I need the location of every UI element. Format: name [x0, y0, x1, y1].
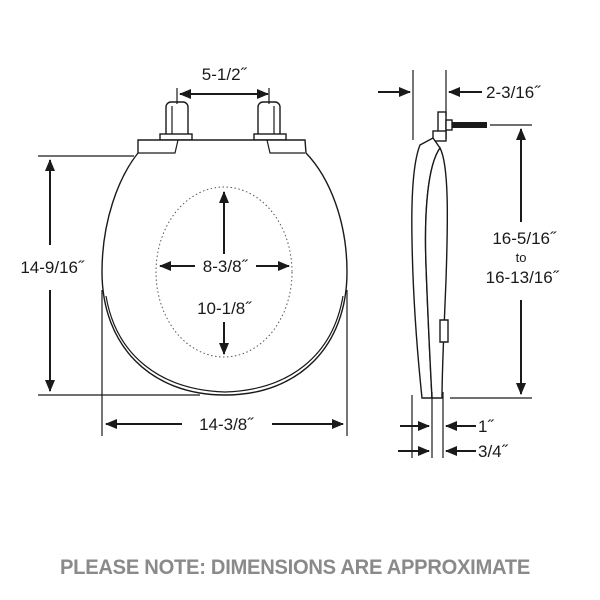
mounting-bolt: [445, 119, 487, 131]
seat-outline: [101, 139, 348, 396]
seat-rear-edge: [138, 139, 305, 154]
inner-length-label: 10-1/8˝: [197, 299, 252, 318]
side-hinge: [432, 111, 447, 142]
seat-thickness-label: 3/4˝: [478, 442, 509, 461]
overall-width-label: 14-3/8˝: [199, 415, 254, 434]
hinge-depth-dimension: 2-3/16˝: [378, 70, 541, 140]
overall-length-dimension: 14-9/16˝: [20, 155, 200, 396]
side-view: 2-3/16˝ 16-5/16˝ to 16-13/16˝ 1˝ 3/4˝: [378, 70, 560, 461]
bumper: [439, 319, 449, 343]
lid-thickness-label: 1˝: [478, 417, 494, 436]
bolt-to-front-connector: to: [516, 250, 527, 265]
bolt-to-front-min-label: 16-5/16˝: [492, 229, 557, 248]
overall-length-label: 14-9/16˝: [20, 258, 85, 277]
top-view: 5-1/2˝ 14-9/16˝ 8-3/8˝ 10-1/8˝: [20, 65, 348, 436]
approximate-dimensions-note: PLEASE NOTE: DIMENSIONS ARE APPROXIMATE: [60, 556, 530, 579]
left-hinge: [159, 101, 193, 141]
overall-width-dimension: 14-3/8˝: [101, 290, 348, 436]
right-hinge: [253, 101, 287, 141]
inner-width-label: 8-3/8˝: [203, 257, 249, 276]
lid-thickness-dimension: 1˝: [400, 392, 494, 458]
hinge-spacing-dimension: 5-1/2˝: [176, 65, 270, 104]
bolt-to-front-max-label: 16-13/16˝: [486, 268, 560, 287]
seat-thickness-dimension: 3/4˝: [398, 395, 509, 461]
lid-edge: [105, 295, 344, 393]
seat-opening: [155, 186, 293, 358]
inner-length-dimension: 10-1/8˝: [197, 191, 252, 355]
inner-width-dimension: 8-3/8˝: [159, 257, 290, 276]
hinge-depth-label: 2-3/16˝: [486, 83, 541, 102]
hinge-spacing-label: 5-1/2˝: [202, 65, 248, 84]
bolt-to-front-dimension: 16-5/16˝ to 16-13/16˝: [450, 124, 560, 399]
